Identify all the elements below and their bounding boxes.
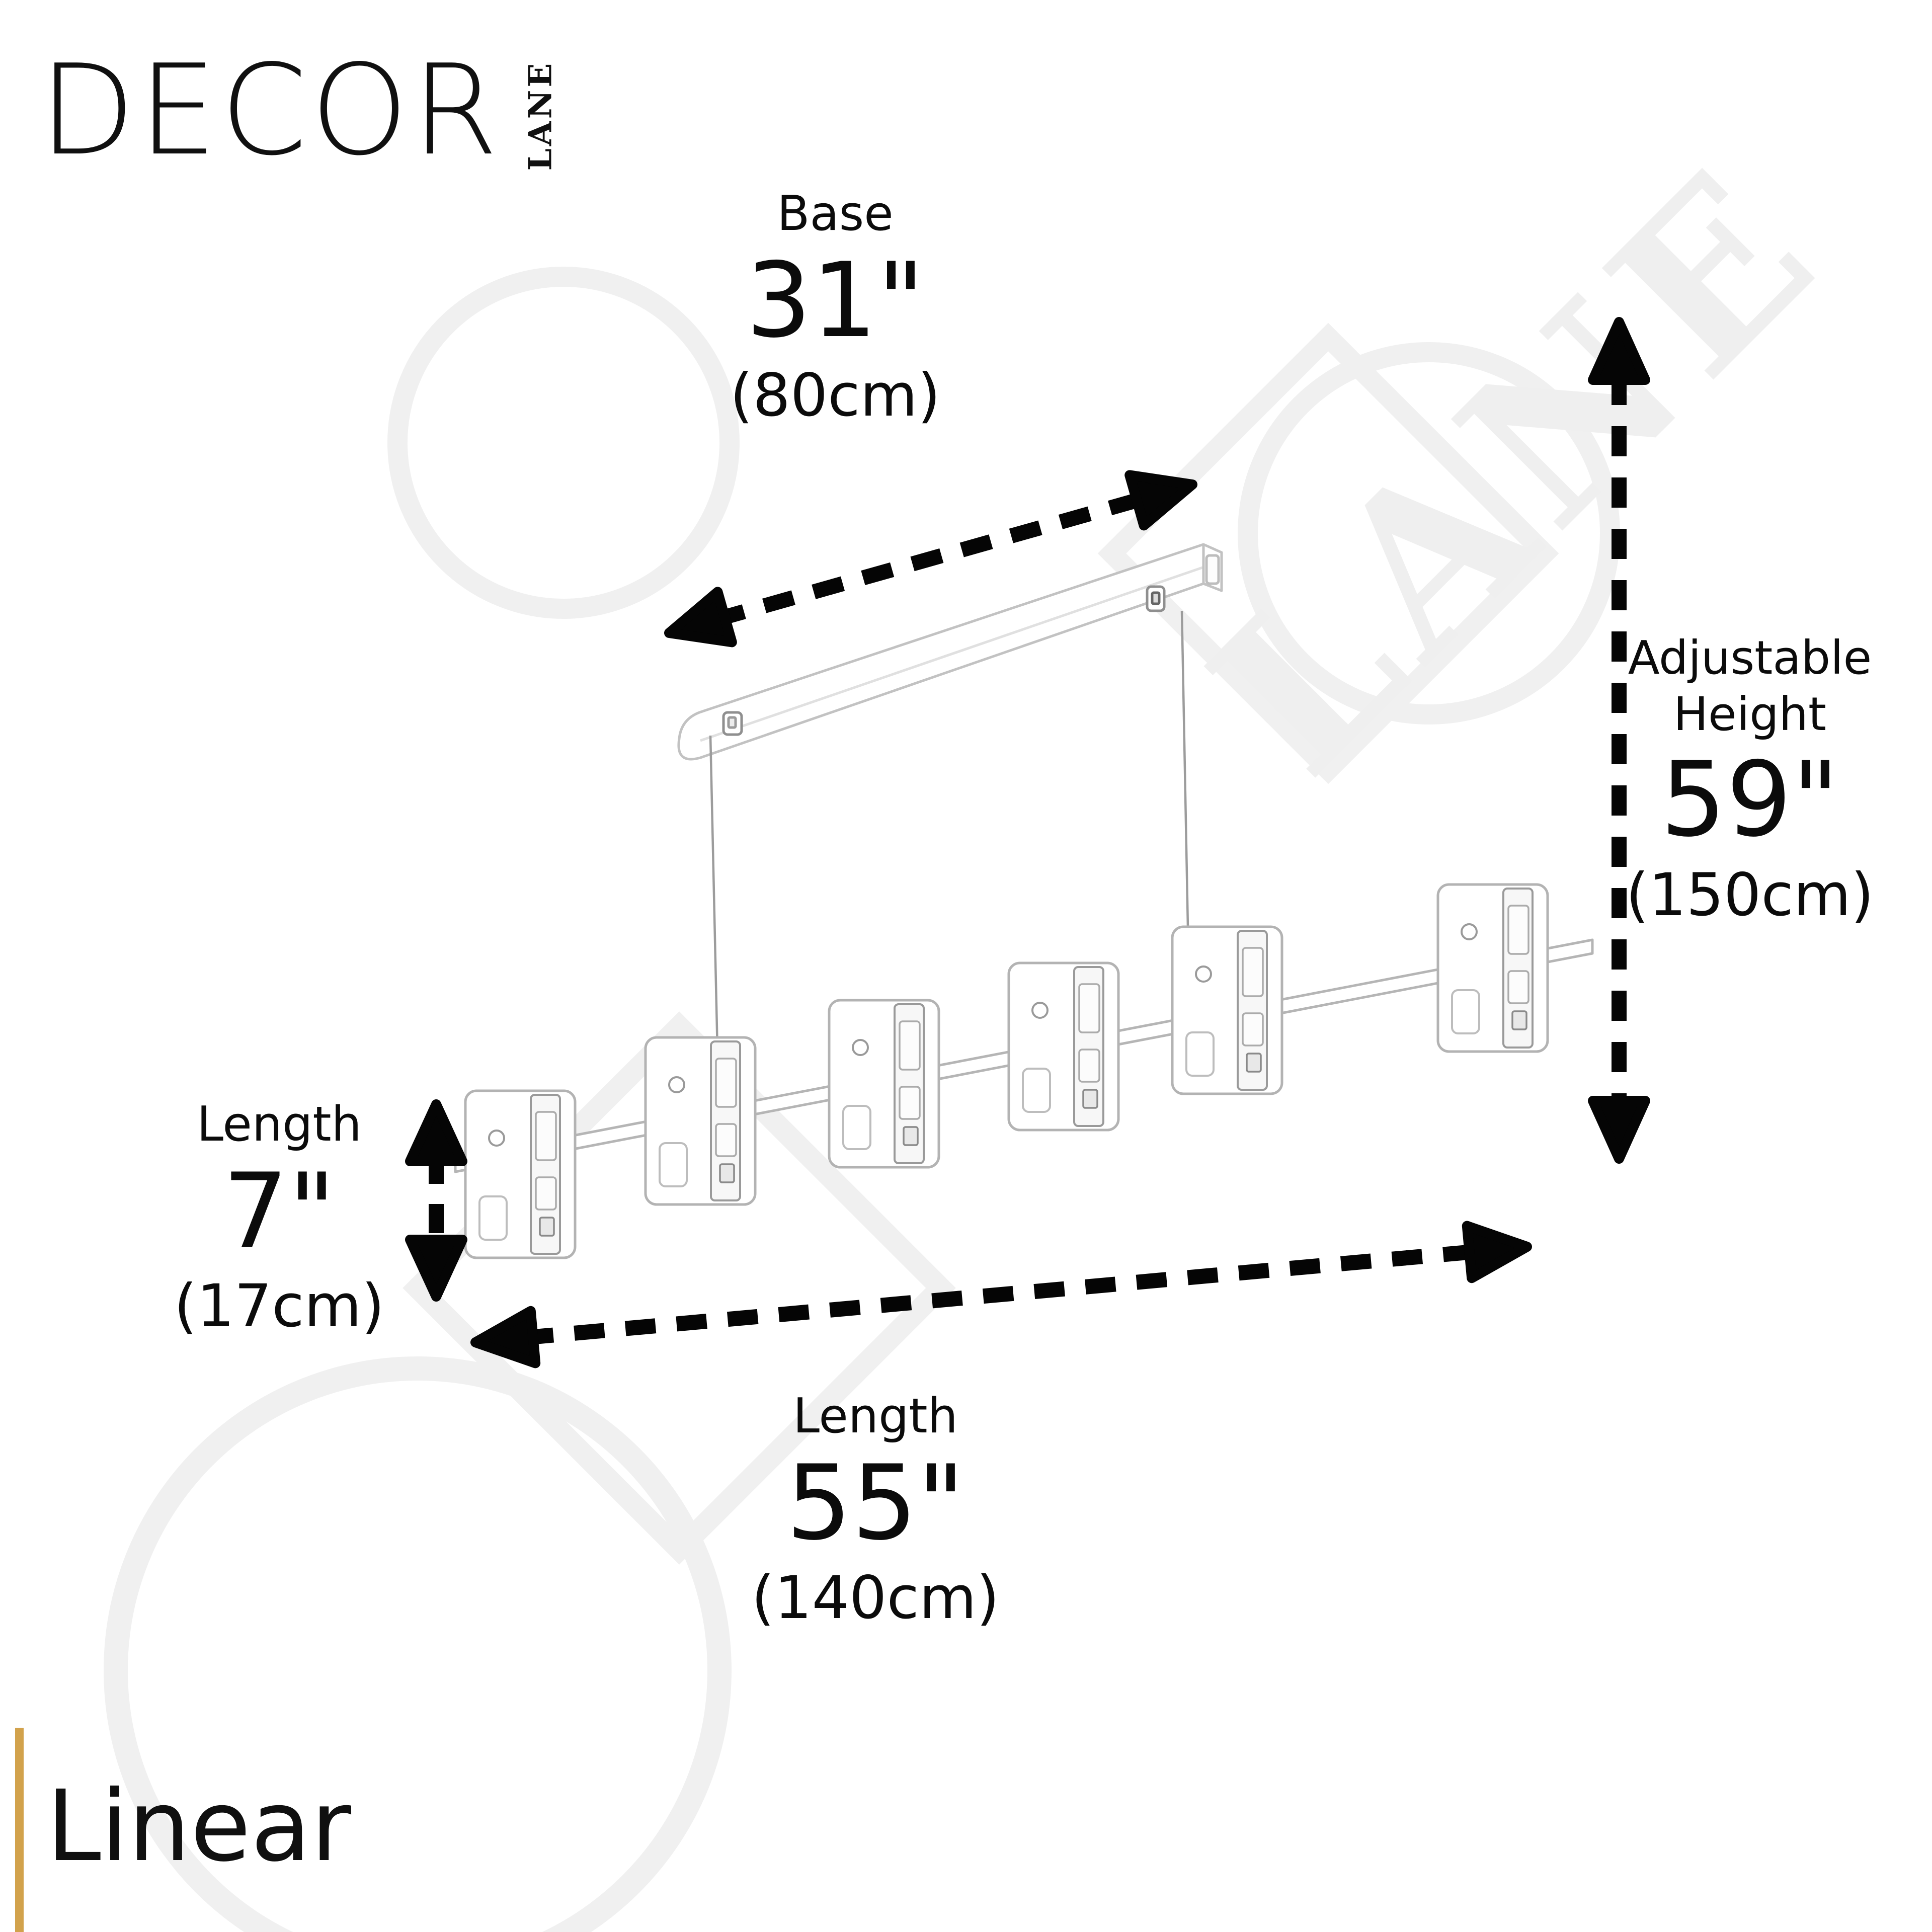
watermark-ring-icon: [387, 267, 740, 619]
glass-shade: [1436, 883, 1549, 1053]
suspension-cables: [709, 610, 1190, 1052]
brand-logo-lane: LANE: [521, 60, 559, 171]
height-inches: 59": [1660, 740, 1839, 860]
suspension-cable-icon: [1180, 610, 1190, 954]
height-dimension-label: Adjustable Height 59" (150cm): [1594, 630, 1906, 932]
fixture-length-label: Length: [793, 1389, 958, 1444]
product-name: Linear: [46, 1769, 352, 1883]
brand-logo-decor: DECOR: [39, 38, 502, 183]
brand-watermark: LANE: [104, 116, 1870, 1932]
shade-length-dimension-label: Length 7" (17cm): [123, 1096, 435, 1343]
shade-length-cm: (17cm): [174, 1271, 385, 1341]
brand-logo-lane-box: LANE: [502, 60, 578, 171]
base-cm: (80cm): [730, 361, 941, 430]
glass-shades: [464, 883, 1549, 1259]
glass-shade: [464, 1089, 577, 1259]
canopy-bar: [677, 543, 1223, 761]
fixture-length-dimension-arrow: [470, 1221, 1532, 1369]
height-dimension-arrow: [1588, 317, 1650, 1164]
fixture-length-dimension-label: Length 55" (140cm): [725, 1388, 1026, 1635]
height-label-line2: Height: [1673, 687, 1827, 742]
accent-bar: [15, 1728, 24, 1932]
height-cm: (150cm): [1626, 860, 1874, 930]
glass-shade: [1171, 925, 1283, 1095]
height-label-line1: Adjustable: [1628, 631, 1872, 685]
shade-length-inches: 7": [222, 1151, 336, 1271]
glass-shade: [644, 1036, 757, 1206]
watermark-ring-icon: [104, 1356, 732, 1932]
brand-logo: DECOR LANE: [39, 48, 578, 173]
glass-shade: [1007, 961, 1120, 1132]
dimension-arrows: [405, 317, 1650, 1369]
pendant-light-drawing: [454, 543, 1594, 1259]
shade-length-dimension-arrow: [405, 1099, 467, 1302]
shade-length-label: Length: [197, 1097, 362, 1152]
fixture-length-inches: 55": [786, 1443, 965, 1563]
fixture-length-cm: (140cm): [751, 1563, 1000, 1633]
glass-shade: [828, 999, 940, 1169]
base-inches: 31": [746, 240, 925, 361]
suspension-cable-icon: [709, 735, 719, 1052]
watermark-ring-icon: [1238, 342, 1620, 725]
base-label: Base: [777, 186, 894, 242]
base-dimension-label: Base 31" (80cm): [684, 185, 986, 433]
base-dimension-arrow: [664, 470, 1197, 648]
